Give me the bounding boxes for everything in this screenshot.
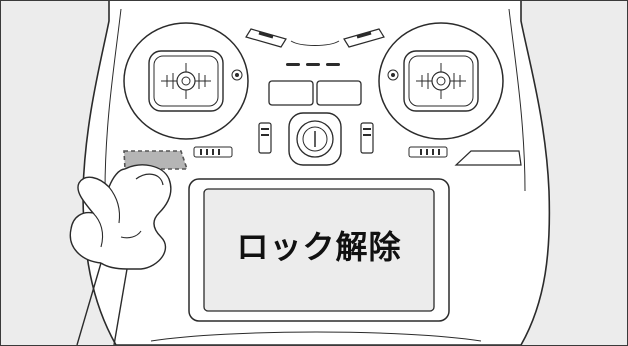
- right-stick-gimbal: [378, 22, 504, 140]
- hand-illustration: [69, 164, 172, 345]
- left-trim-switch: [193, 146, 233, 158]
- center-buttons: [268, 80, 362, 106]
- left-side-lever: [258, 122, 272, 154]
- right-side-lever: [360, 122, 374, 154]
- right-trim-switch: [408, 146, 448, 158]
- display-screen: [203, 188, 435, 312]
- top-left-switch: [245, 28, 287, 48]
- unlock-label: ロック解除: [236, 228, 402, 266]
- top-right-switch: [343, 28, 385, 48]
- center-slots: [286, 63, 340, 66]
- left-stick-gimbal: [123, 22, 249, 140]
- center-dial: [288, 112, 342, 166]
